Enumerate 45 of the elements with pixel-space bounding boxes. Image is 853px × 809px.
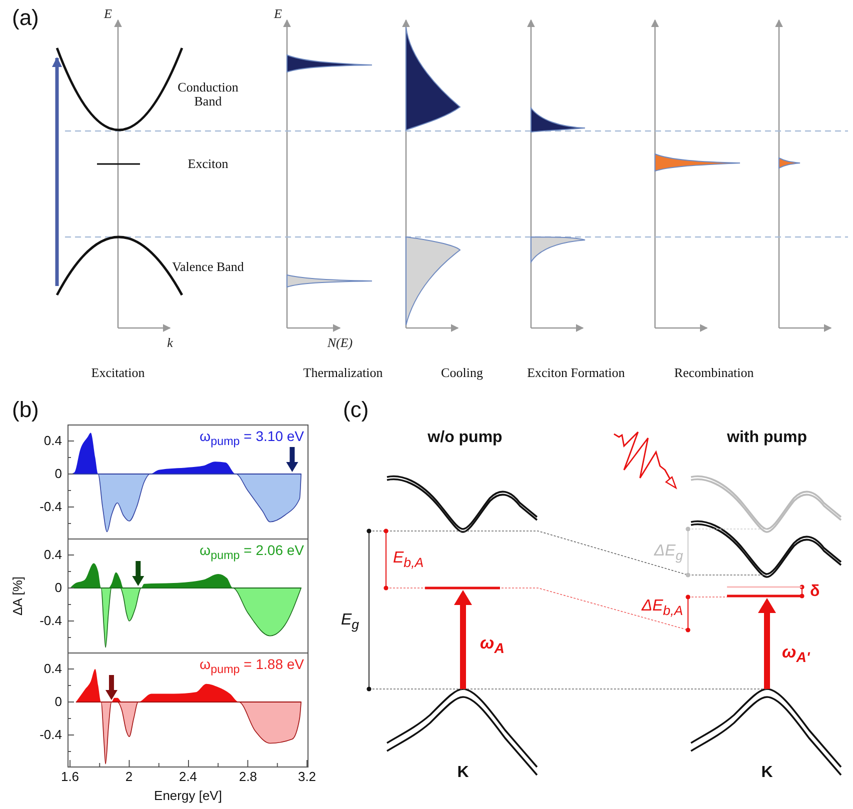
energy-label: δ <box>810 583 820 601</box>
tick-label: 0.4 <box>44 548 62 562</box>
axis-label: k <box>167 336 173 350</box>
energy-label: ΔE$_{g}$ <box>654 542 683 564</box>
tick-label: 2.8 <box>238 770 258 784</box>
k-point-label: K <box>761 764 773 782</box>
stage-label: Excitation <box>91 366 145 380</box>
tick-label: 2.4 <box>178 770 198 784</box>
band-label: Exciton <box>188 156 228 172</box>
frequency-label: ω$_{A'}$ <box>782 644 810 666</box>
stage-label: Thermalization <box>303 366 383 380</box>
stage-label: Exciton Formation <box>527 366 625 380</box>
column-heading: w/o pump <box>428 429 502 447</box>
pump-energy-label: ω$_{pump}$ = 1.88 eV <box>200 657 304 677</box>
tick-label: 2 <box>125 770 133 784</box>
axis-title: ΔA [%] <box>10 576 26 616</box>
axis-label: E <box>274 6 282 22</box>
tick-label: 3.2 <box>298 770 316 784</box>
tick-label: -0.4 <box>40 728 62 742</box>
tick-label: 0.4 <box>44 662 62 676</box>
panel-label: (c) <box>343 398 369 422</box>
tick-label: 1.6 <box>60 770 80 784</box>
panel-label: (a) <box>12 6 39 30</box>
stage-label: Recombination <box>674 366 754 380</box>
tick-label: 0.4 <box>44 434 62 448</box>
energy-label: E$_{g}$ <box>340 612 360 632</box>
band-label: Conduction Band <box>176 80 240 110</box>
tick-label: -0.4 <box>40 500 62 514</box>
energy-label: E$_{b,A}$ <box>393 550 424 570</box>
frequency-label: ω$_{A}$ <box>480 634 504 658</box>
tick-label: 0 <box>54 466 62 482</box>
panel-label: (b) <box>12 398 39 422</box>
tick-label: -0.4 <box>40 614 62 628</box>
axis-title: Energy [eV] <box>154 788 222 804</box>
energy-label: ΔE$_{b,A}$ <box>642 598 683 618</box>
pump-energy-label: ω$_{pump}$ = 2.06 eV <box>200 543 304 563</box>
stage-label: Cooling <box>441 366 483 380</box>
axis-label: N(E) <box>327 336 353 350</box>
column-heading: with pump <box>727 429 807 447</box>
band-label: Valence Band <box>171 260 245 274</box>
tick-label: 0 <box>54 580 62 596</box>
tick-label: 0 <box>54 694 62 710</box>
k-point-label: K <box>457 764 469 782</box>
pump-energy-label: ω$_{pump}$ = 3.10 eV <box>200 429 304 449</box>
axis-label: E <box>104 6 112 22</box>
